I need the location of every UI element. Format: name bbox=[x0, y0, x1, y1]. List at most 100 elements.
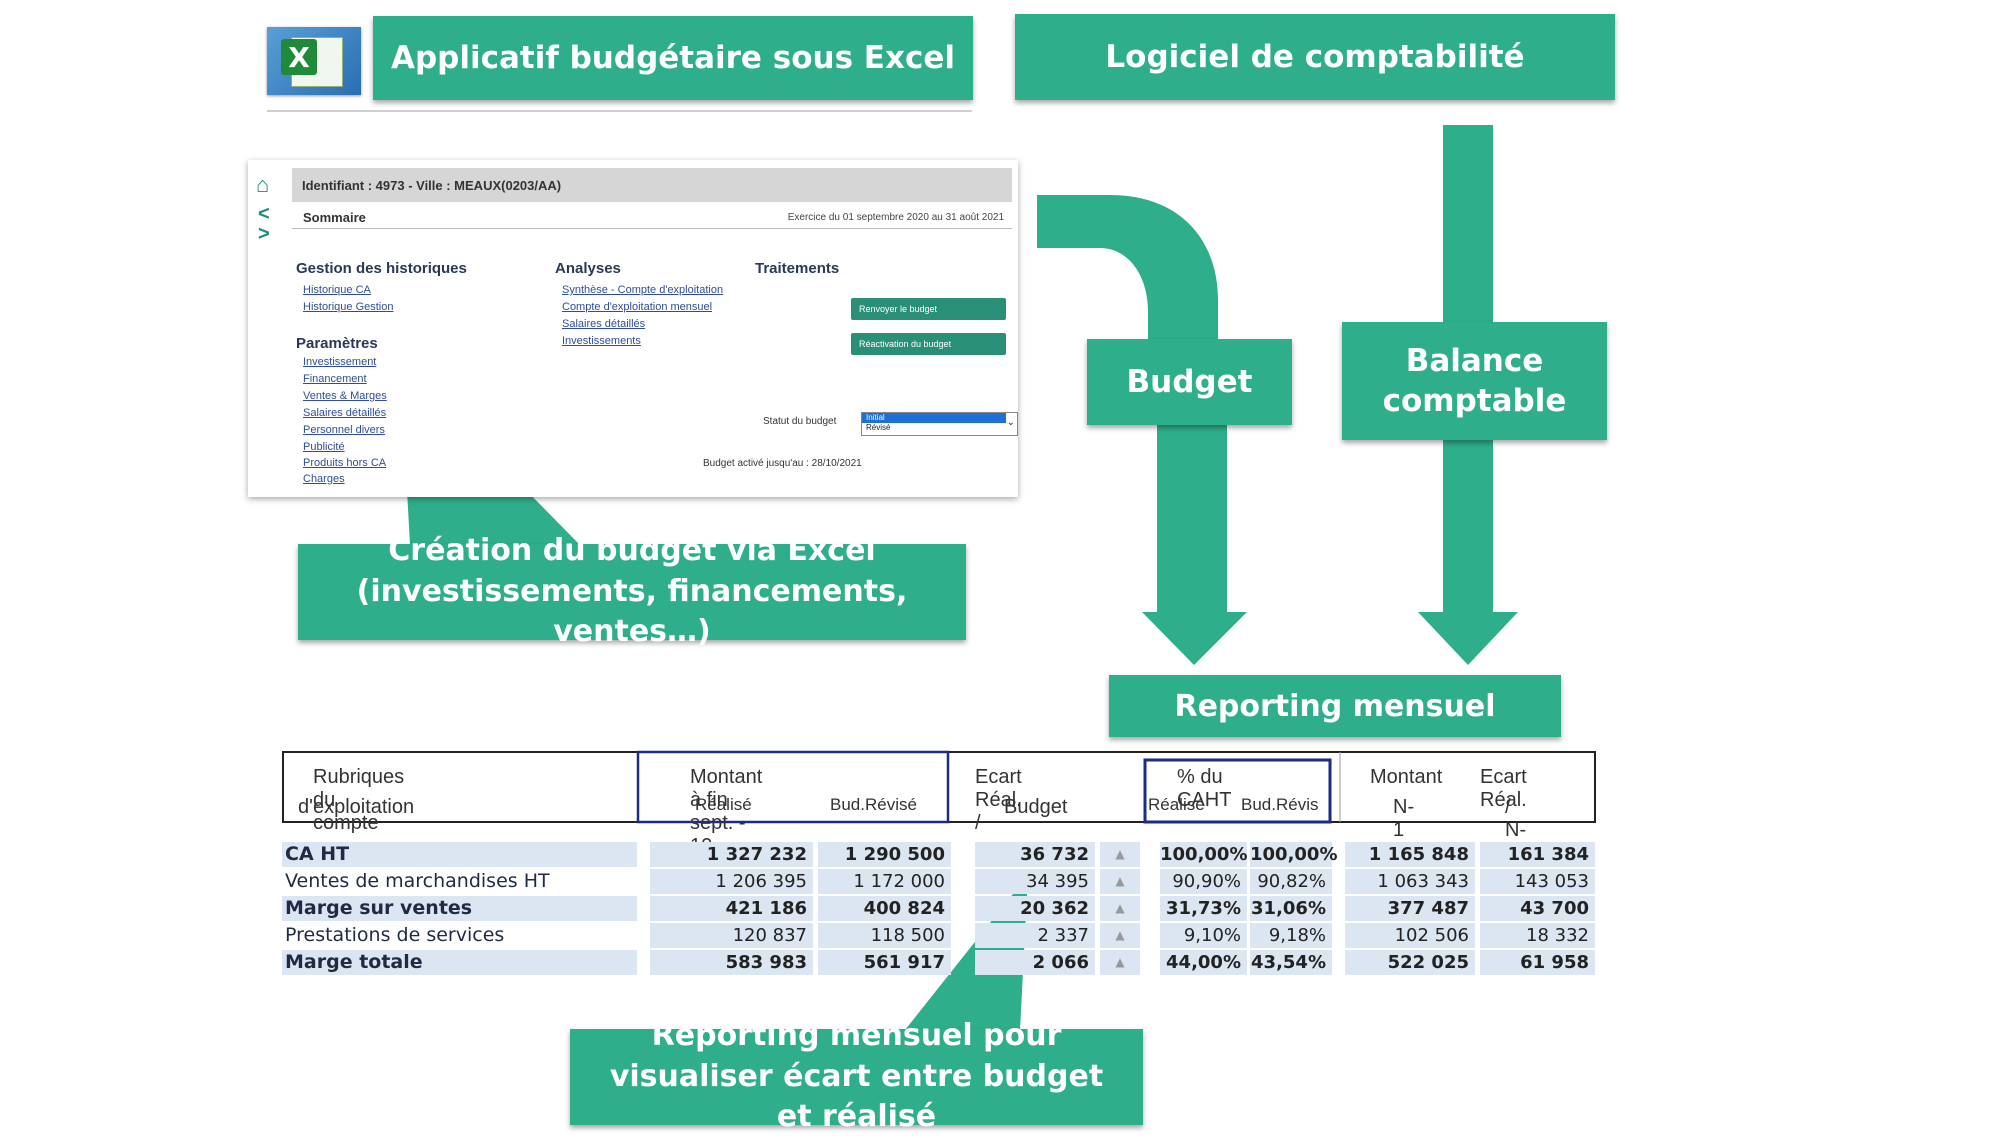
table-cell-pct-real: 9,10% bbox=[1160, 923, 1247, 948]
table-cell-realise: 583 983 bbox=[650, 950, 813, 975]
header-rubriques-2: d'exploitation bbox=[298, 796, 415, 818]
historiques-title: Gestion des historiques bbox=[296, 260, 467, 277]
trend-up-icon: ▲ bbox=[1100, 869, 1140, 894]
table-cell-pct-bud: 9,18% bbox=[1250, 923, 1332, 948]
trend-up-icon: ▲ bbox=[1100, 923, 1140, 948]
budget-active-date: Budget activé jusqu'au : 28/10/2021 bbox=[703, 458, 862, 469]
table-cell-ecart-n1: 161 384 bbox=[1480, 842, 1595, 867]
compta-software-box: Logiciel de comptabilité bbox=[1015, 14, 1615, 100]
table-cell-realise: 421 186 bbox=[650, 896, 813, 921]
table-cell-ecart: 20 362 bbox=[975, 896, 1095, 921]
table-cell-pct-real: 100,00% bbox=[1160, 842, 1248, 867]
table-row-label: Marge totale bbox=[282, 950, 637, 975]
reporting-box: Reporting mensuel bbox=[1109, 675, 1561, 737]
compta-arrow-shaft-bottom bbox=[1443, 440, 1493, 620]
header-n1-1: Montant bbox=[1370, 766, 1443, 788]
header-rubriques-1: Rubriques du compte bbox=[313, 766, 405, 834]
link-historique-gestion[interactable]: Historique Gestion bbox=[303, 301, 394, 313]
chevron-right-icon[interactable]: > bbox=[258, 223, 270, 245]
table-cell-bud: 561 917 bbox=[818, 950, 951, 975]
link-produits-hors-ca[interactable]: Produits hors CA bbox=[303, 457, 387, 469]
link-ventes-marges[interactable]: Ventes & Marges bbox=[303, 390, 387, 402]
header-pct: % du CAHT bbox=[1177, 766, 1232, 811]
link-salaires[interactable]: Salaires détaillés bbox=[303, 407, 387, 419]
chevron-left-icon[interactable]: < bbox=[258, 203, 270, 225]
statut-option-initial[interactable]: Initial bbox=[862, 413, 1006, 423]
header-realise: Réalisé bbox=[695, 795, 752, 814]
table-cell-pct-real: 90,90% bbox=[1160, 869, 1247, 894]
link-personnel[interactable]: Personnel divers bbox=[303, 424, 385, 436]
header-separator bbox=[292, 228, 1012, 229]
budget-arrow-head bbox=[1142, 612, 1247, 665]
trend-up-icon: ▲ bbox=[1100, 950, 1140, 975]
table-cell-pct-bud: 90,82% bbox=[1250, 869, 1332, 894]
table-cell-bud: 1 290 500 bbox=[818, 842, 951, 867]
table-cell-realise: 1 206 395 bbox=[650, 869, 813, 894]
budget-arrow-shaft bbox=[1157, 425, 1227, 620]
compta-arrow-shaft-top bbox=[1443, 125, 1493, 325]
budget-box: Budget bbox=[1087, 339, 1292, 425]
table-cell-pct-real: 31,73% bbox=[1160, 896, 1247, 921]
link-investissements[interactable]: Investissements bbox=[562, 335, 641, 347]
parametres-title: Paramètres bbox=[296, 335, 378, 352]
statut-select[interactable]: Initial Révisé ⌄ bbox=[861, 412, 1018, 436]
link-salaires-detailles[interactable]: Salaires détaillés bbox=[562, 318, 646, 330]
exercice-period: Exercice du 01 septembre 2020 au 31 août… bbox=[787, 212, 1004, 223]
sommaire-title: Sommaire bbox=[303, 210, 366, 225]
header-ecart-n1-1: Ecart Réal. bbox=[1480, 766, 1527, 811]
identifier-bar: Identifiant : 4973 - Ville : MEAUX(0203/… bbox=[292, 168, 1012, 202]
link-financement[interactable]: Financement bbox=[303, 373, 367, 385]
table-cell-pct-bud: 43,54% bbox=[1250, 950, 1332, 975]
trend-up-icon: ▲ bbox=[1100, 896, 1140, 921]
header-pct-bud: Bud.Révis bbox=[1241, 795, 1319, 814]
header-ecart-2: Budget bbox=[1004, 796, 1068, 818]
table-cell-ecart-n1: 18 332 bbox=[1480, 923, 1595, 948]
link-historique-ca[interactable]: Historique CA bbox=[303, 284, 371, 296]
table-cell-pct-real: 44,00% bbox=[1160, 950, 1247, 975]
table-cell-n1: 377 487 bbox=[1345, 896, 1475, 921]
table-cell-bud: 1 172 000 bbox=[818, 869, 951, 894]
table-cell-realise: 120 837 bbox=[650, 923, 813, 948]
home-icon[interactable]: ⌂ bbox=[256, 172, 270, 197]
header-pct-realise: Réalisé bbox=[1148, 795, 1205, 814]
balance-box: Balance comptable bbox=[1342, 322, 1607, 440]
excel-logo-icon: X bbox=[267, 27, 361, 95]
table-cell-ecart: 34 395 bbox=[975, 869, 1095, 894]
table-cell-ecart-n1: 143 053 bbox=[1480, 869, 1595, 894]
table-cell-n1: 1 063 343 bbox=[1345, 869, 1475, 894]
link-synthese[interactable]: Synthèse - Compte d'exploitation bbox=[562, 284, 724, 296]
creation-box: Création du budget via Excel (investisse… bbox=[298, 533, 966, 649]
divider-line bbox=[267, 110, 972, 112]
statut-label: Statut du budget bbox=[763, 416, 837, 427]
curved-arrow-budget bbox=[1037, 195, 1218, 340]
traitements-title: Traitements bbox=[755, 260, 840, 277]
table-row-label: CA HT bbox=[282, 842, 637, 867]
send-budget-button[interactable]: Renvoyer le budget bbox=[851, 298, 1006, 320]
table-cell-pct-bud: 31,06% bbox=[1250, 896, 1332, 921]
table-cell-pct-bud: 100,00% bbox=[1250, 842, 1338, 867]
table-cell-n1: 1 165 848 bbox=[1345, 842, 1475, 867]
header-ecart-1: Ecart Réal. / bbox=[975, 766, 1022, 834]
compta-arrow-head bbox=[1418, 612, 1518, 665]
table-cell-bud: 400 824 bbox=[818, 896, 951, 921]
table-row-label: Marge sur ventes bbox=[282, 896, 637, 921]
budget-app-screenshot: ⌂ < > Identifiant : 4973 - Ville : MEAUX… bbox=[248, 160, 1018, 497]
table-cell-ecart-n1: 61 958 bbox=[1480, 950, 1595, 975]
table-cell-realise: 1 327 232 bbox=[650, 842, 813, 867]
link-publicite[interactable]: Publicité bbox=[303, 441, 345, 453]
link-investissement[interactable]: Investissement bbox=[303, 356, 377, 368]
reactivate-budget-button[interactable]: Réactivation du budget bbox=[851, 333, 1006, 355]
trend-up-icon: ▲ bbox=[1100, 842, 1140, 867]
link-compte-mensuel[interactable]: Compte d'exploitation mensuel bbox=[562, 301, 713, 313]
table-row-label: Prestations de services bbox=[285, 924, 505, 946]
table-cell-ecart-n1: 43 700 bbox=[1480, 896, 1595, 921]
table-cell-n1: 522 025 bbox=[1345, 950, 1475, 975]
table-cell-ecart: 2 066 bbox=[975, 950, 1095, 975]
chevron-down-icon[interactable]: ⌄ bbox=[1006, 417, 1015, 428]
table-cell-ecart: 36 732 bbox=[975, 842, 1095, 867]
table-row-label: Ventes de marchandises HT bbox=[285, 870, 550, 892]
link-charges[interactable]: Charges bbox=[303, 473, 345, 485]
table-cell-bud: 118 500 bbox=[818, 923, 951, 948]
table-cell-ecart: 2 337 bbox=[975, 923, 1095, 948]
statut-option-revise[interactable]: Révisé bbox=[866, 423, 891, 432]
